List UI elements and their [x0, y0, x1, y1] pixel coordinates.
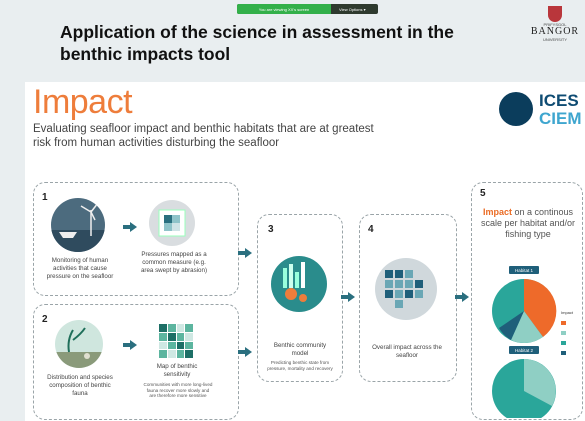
slide-title: Application of the science in assessment… — [60, 22, 454, 64]
benthic-fauna-icon — [55, 320, 103, 368]
crest-icon — [548, 6, 562, 22]
share-status: You are viewing XX's screen — [237, 4, 331, 14]
habitat-2-pie — [492, 359, 556, 418]
pressure-map-icon — [149, 200, 195, 246]
step-1-box — [33, 182, 239, 296]
step-4-number: 4 — [368, 224, 374, 235]
screen-share-banner: You are viewing XX's screen View Options… — [237, 4, 378, 14]
ices-logo: ICES CIEM — [499, 88, 585, 128]
arrow-icon — [238, 347, 252, 357]
step-2-box — [33, 304, 239, 420]
step-2-number: 2 — [42, 314, 48, 325]
bangor-logo: PRIFYSGOL BANGOR UNIVERSITY — [526, 6, 584, 42]
impact-heading: Impact — [33, 83, 133, 121]
sensitivity-map-icon — [159, 324, 193, 358]
arrow-icon — [238, 248, 252, 258]
community-model-icon — [271, 256, 327, 312]
step-1-number: 1 — [42, 192, 48, 203]
impact-legend: Impact — [561, 310, 583, 355]
step-5-number: 5 — [480, 188, 486, 199]
habitat-2-label: Habitat 2 — [509, 346, 539, 354]
step-5-box — [471, 182, 583, 420]
overall-impact-map-icon — [375, 258, 437, 320]
habitat-1-label: Habitat 1 — [509, 266, 539, 274]
habitat-1-pie — [492, 278, 557, 343]
globe-icon — [499, 92, 533, 126]
arrow-icon — [123, 340, 137, 350]
arrow-icon — [341, 292, 355, 302]
view-options-button[interactable]: View Options ▾ — [339, 6, 366, 12]
impact-description: Impact on a continous scale per habitat … — [480, 207, 576, 239]
slide-panel: Impact Evaluating seafloor impact and be… — [25, 82, 585, 421]
panel-subtitle: Evaluating seafloor impact and benthic h… — [33, 123, 374, 149]
step-3-number: 3 — [268, 224, 274, 235]
wind-turbine-icon — [51, 198, 105, 252]
arrow-icon — [123, 222, 137, 232]
arrow-icon — [455, 292, 469, 302]
